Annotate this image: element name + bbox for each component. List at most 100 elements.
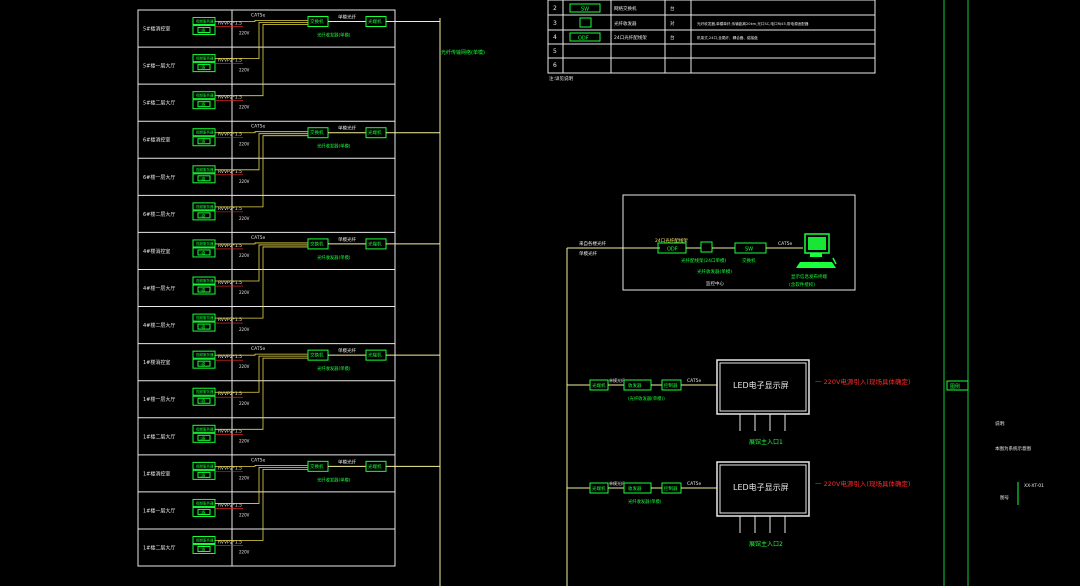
building-groups: CAT5e交换机光纤收发器(单模)单模光纤光端机CAT5e交换机光纤收发器(单模… [215,13,440,541]
led-box-label: 控制器 [664,382,678,389]
video-server-icon [192,313,216,322]
encoder-port-icon [197,27,211,34]
device-id: 1路 [200,287,206,292]
table-row-no: 5 [553,48,557,55]
cable-label: RVVP2*1.5 [218,280,242,286]
table-row-note: 光纤收发器,单模单纤,传输距离20km,光口SC,电口RJ45,带电源适配器 [697,21,809,26]
room-label: 6#楼一层大厅 [143,174,175,181]
device-label: 视频服务器 [196,130,214,135]
table-row-symbol: ODF [578,36,589,42]
device-id: 1路 [200,398,206,403]
switch-box-text: SW [745,247,753,253]
table-row-no: 3 [553,20,557,27]
transceiver-label: 光端机 [368,18,382,25]
device-label: 视频服务器 [196,278,214,283]
left-panel-frame [137,9,396,567]
led-power-note: 一 220V电源引入(现场具体确定) [815,479,911,488]
room-label: 4#楼二层大厅 [143,322,175,329]
video-server-icon [192,54,216,63]
device-label: 视频服务器 [196,426,214,431]
room-label: 1#楼消控室 [143,359,170,366]
cable-label: RVVP2*1.5 [218,169,242,175]
device-label: 视频服务器 [196,538,214,543]
cable-sub: 220V [239,475,250,480]
cable-sub: 220V [239,327,250,332]
switch-label: 交换机 [310,463,324,470]
drop-cable [215,355,308,393]
drop-cable [215,353,308,356]
encoder-port-icon [197,64,211,71]
table-footnote: 注:详见说明 [549,75,574,82]
odf-box-text: ODF [667,247,678,253]
switch-label: 交换机 [310,240,324,247]
led-under-label: 光纤收发器(单模) [628,498,662,505]
device-id: 1路 [200,139,206,144]
cable-sub: 220V [239,253,250,258]
right-note-1: 说明: [995,420,1006,427]
device-id: 1路 [200,472,206,477]
encoder-port-icon [197,286,211,293]
device-id: 1路 [200,324,206,329]
odf-label: 24口光纤配线架 [655,237,688,244]
table-row-unit: 台 [670,34,675,41]
encoder-icon [192,247,216,258]
group-cable-label: CAT5e [251,235,265,241]
encoder-port-icon [197,323,211,330]
video-server-icon [192,350,216,359]
encoder-port-icon [197,249,211,256]
encoder-port-icon [197,175,211,182]
legend-tag: 图例 [950,383,960,390]
cable-label: RVVP2*1.5 [218,428,242,434]
switch-label: 交换机 [310,18,324,25]
device-label: 视频服务器 [196,352,214,357]
device-label: 视频服务器 [196,19,214,24]
drop-cable [215,131,308,134]
group-cable-label: CAT5e [251,457,265,463]
table-row-no: 6 [553,62,557,69]
room-label: 6#楼二层大厅 [143,211,175,218]
video-server-icon [192,536,216,545]
drop-cable [215,466,308,504]
cable-label: RVVP2*1.5 [218,243,242,249]
device-id: 1路 [200,435,206,440]
cable-sub: 220V [239,401,250,406]
room-label: 5#楼一层大厅 [143,63,175,70]
led-unit: 光端机单模光纤收发器控制器CAT5e光纤收发器(单模)LED电子显示屏展馆主入口… [567,461,911,548]
building-rows: 5#楼消控室视频服务器1路RVVP2*1.5220V5#楼一层大厅视频服务器1路… [143,17,250,555]
video-server-icon [192,239,216,248]
room-label: 5#楼二层大厅 [143,100,175,107]
device-id: 1路 [200,176,206,181]
table-row-no: 2 [553,5,557,12]
cable-label: RVVP2*1.5 [218,21,242,27]
led-screen-outer [716,359,810,415]
cable-label: RVVP2*1.5 [218,465,242,471]
encoder-port-icon [197,546,211,553]
table-row-name: 网络交换机 [614,5,637,12]
table-row-note: 机架式,24口,含尾纤、耦合器、熔接盘 [697,35,758,40]
encoder-icon [192,284,216,295]
left-panel: 5#楼消控室视频服务器1路RVVP2*1.5220V5#楼一层大厅视频服务器1路… [137,9,440,567]
room-label: 1#楼一层大厅 [143,507,175,514]
encoder-port-icon [197,138,211,145]
switch-sub: 光纤收发器(单模) [317,254,351,261]
led-cable-label: 单模光纤 [609,377,625,383]
device-id: 1路 [200,213,206,218]
legend-tag-box [946,380,969,391]
video-server-icon [192,17,216,26]
control-room: 来自各楼光纤 单模光纤 24口光纤配线架 ODF 光纤配线架(24口单模) 光纤… [567,194,856,291]
cable-sub: 220V [239,512,250,517]
encoder-icon [192,469,216,480]
video-server-icon [192,165,216,174]
encoder-port-icon [197,212,211,219]
room-label: 4#楼消控室 [143,248,170,255]
encoder-port-icon [197,508,211,515]
drop-cable [215,357,308,430]
